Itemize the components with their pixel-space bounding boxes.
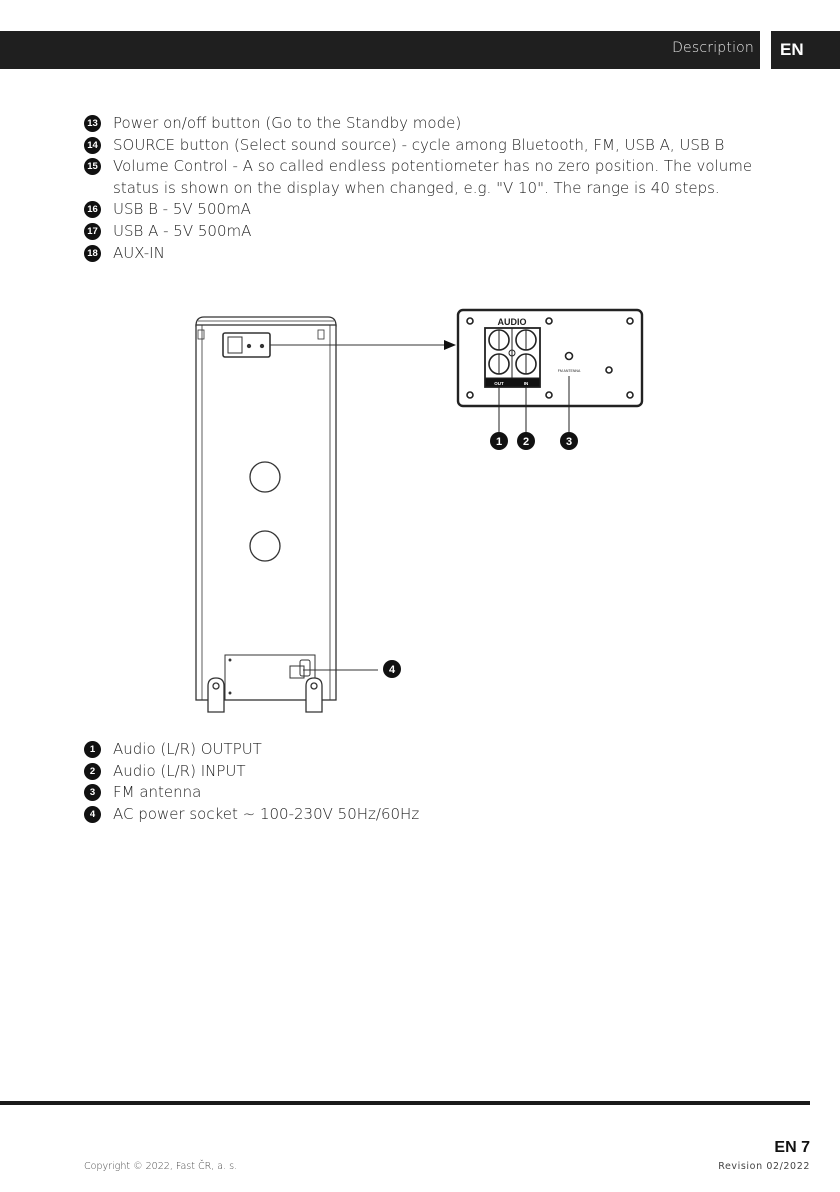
list-item-text: SOURCE button (Select sound source) - cy…	[113, 135, 725, 154]
out-label: OUT	[494, 381, 504, 386]
number-badge: 17	[84, 222, 101, 240]
list-item-text: Audio (L/R) INPUT	[113, 761, 246, 780]
callout-badge-3: 3	[560, 432, 578, 450]
number-badge: 14	[84, 136, 101, 154]
list-item-text: USB A - 5V 500mA	[113, 221, 252, 240]
number-badge: 4	[84, 805, 101, 823]
callout-number: 3	[566, 436, 572, 448]
list-item: 4 AC power socket ~ 100-230V 50Hz/60Hz	[84, 804, 764, 826]
footer-divider	[0, 1101, 810, 1105]
arrow-icon	[444, 340, 456, 350]
number-badge: 18	[84, 244, 101, 262]
connectors-list: 1 Audio (L/R) OUTPUT 2 Audio (L/R) INPUT 3…	[84, 739, 764, 825]
number-badge: 15	[84, 158, 101, 176]
list-item-text: Volume Control - A so called endless pot…	[113, 157, 753, 197]
list-item: 13 Power on/off button (Go to the Standby…	[84, 113, 764, 135]
rear-panel-detail	[456, 308, 644, 432]
callout-badge-4: 4	[383, 660, 401, 678]
revision-text: Revision 02/2022	[718, 1161, 810, 1172]
section-title: Description	[672, 40, 754, 56]
number-badge: 1	[84, 741, 101, 758]
power-socket-panel	[207, 654, 323, 713]
list-item-text: Audio (L/R) OUTPUT	[113, 740, 262, 758]
list-item: 17 USB A - 5V 500mA	[84, 221, 764, 243]
antenna-label: FM ANTENNA	[558, 369, 581, 373]
number-badge: 3	[84, 784, 101, 802]
speaker-body	[195, 316, 337, 701]
list-item: 16 USB B - 5V 500mA	[84, 199, 764, 221]
list-item: 1 Audio (L/R) OUTPUT	[84, 739, 764, 761]
audio-label: AUDIO	[498, 317, 527, 327]
callout-badge-2: 2	[517, 432, 535, 450]
number-badge: 16	[84, 201, 101, 219]
number-badge: 13	[84, 115, 101, 132]
callout-number: 4	[389, 664, 396, 676]
number-badge: 2	[84, 762, 101, 780]
list-item: 15 Volume Control - A so called endless p…	[84, 156, 764, 199]
callout-number: 2	[523, 436, 529, 448]
copyright-text: Copyright © 2022, Fast ČR, a. s.	[84, 1161, 238, 1172]
list-item-text: AUX-IN	[113, 243, 165, 262]
callout-number: 1	[496, 436, 502, 448]
list-item: 18 AUX-IN	[84, 243, 764, 265]
list-item-text: AC power socket ~ 100-230V 50Hz/60Hz	[113, 804, 420, 823]
callout-badge-1: 1	[490, 432, 508, 450]
in-label: IN	[524, 381, 529, 386]
list-item: 14 SOURCE button (Select sound source) - …	[84, 135, 764, 157]
list-item: 3 FM antenna	[84, 782, 764, 804]
language-badge: EN	[771, 31, 840, 69]
header-bar: Description	[0, 31, 760, 69]
list-item-text: Power on/off button (Go to the Standby m…	[113, 114, 462, 132]
list-item: 2 Audio (L/R) INPUT	[84, 761, 764, 783]
page-number: EN 7	[774, 1139, 810, 1156]
controls-list: 13 Power on/off button (Go to the Standby…	[84, 113, 764, 264]
list-item-text: FM antenna	[113, 783, 202, 802]
list-item-text: USB B - 5V 500mA	[113, 200, 251, 219]
